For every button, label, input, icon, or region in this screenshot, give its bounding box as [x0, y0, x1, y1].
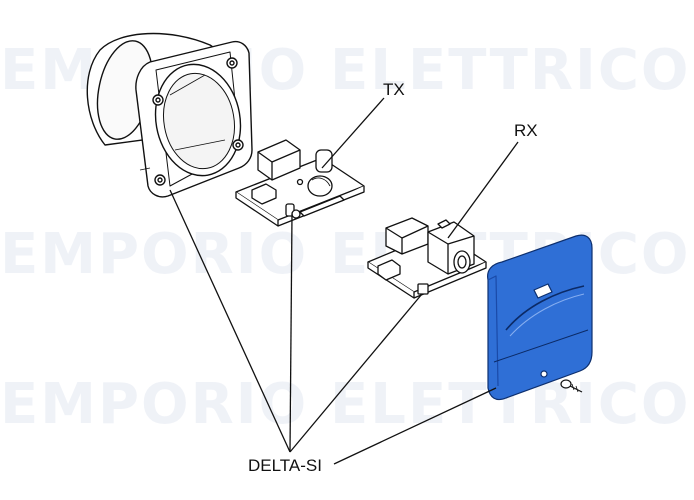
- watermark-left-row2: EMPORIO: [0, 222, 309, 287]
- rx-board: [367, 217, 487, 299]
- label-delta-si: DELTA-SI: [248, 456, 322, 475]
- leader-lines: [169, 97, 519, 465]
- label-rx: RX: [514, 121, 538, 140]
- blue-cover: [487, 234, 593, 401]
- watermark-right-row1: ELETTRICO: [330, 38, 691, 103]
- label-tx: TX: [383, 80, 405, 99]
- screw: [560, 379, 583, 393]
- watermark-left-row3: EMPORIO: [0, 372, 309, 437]
- tx-board: [235, 139, 365, 227]
- housing-flange: [86, 32, 253, 198]
